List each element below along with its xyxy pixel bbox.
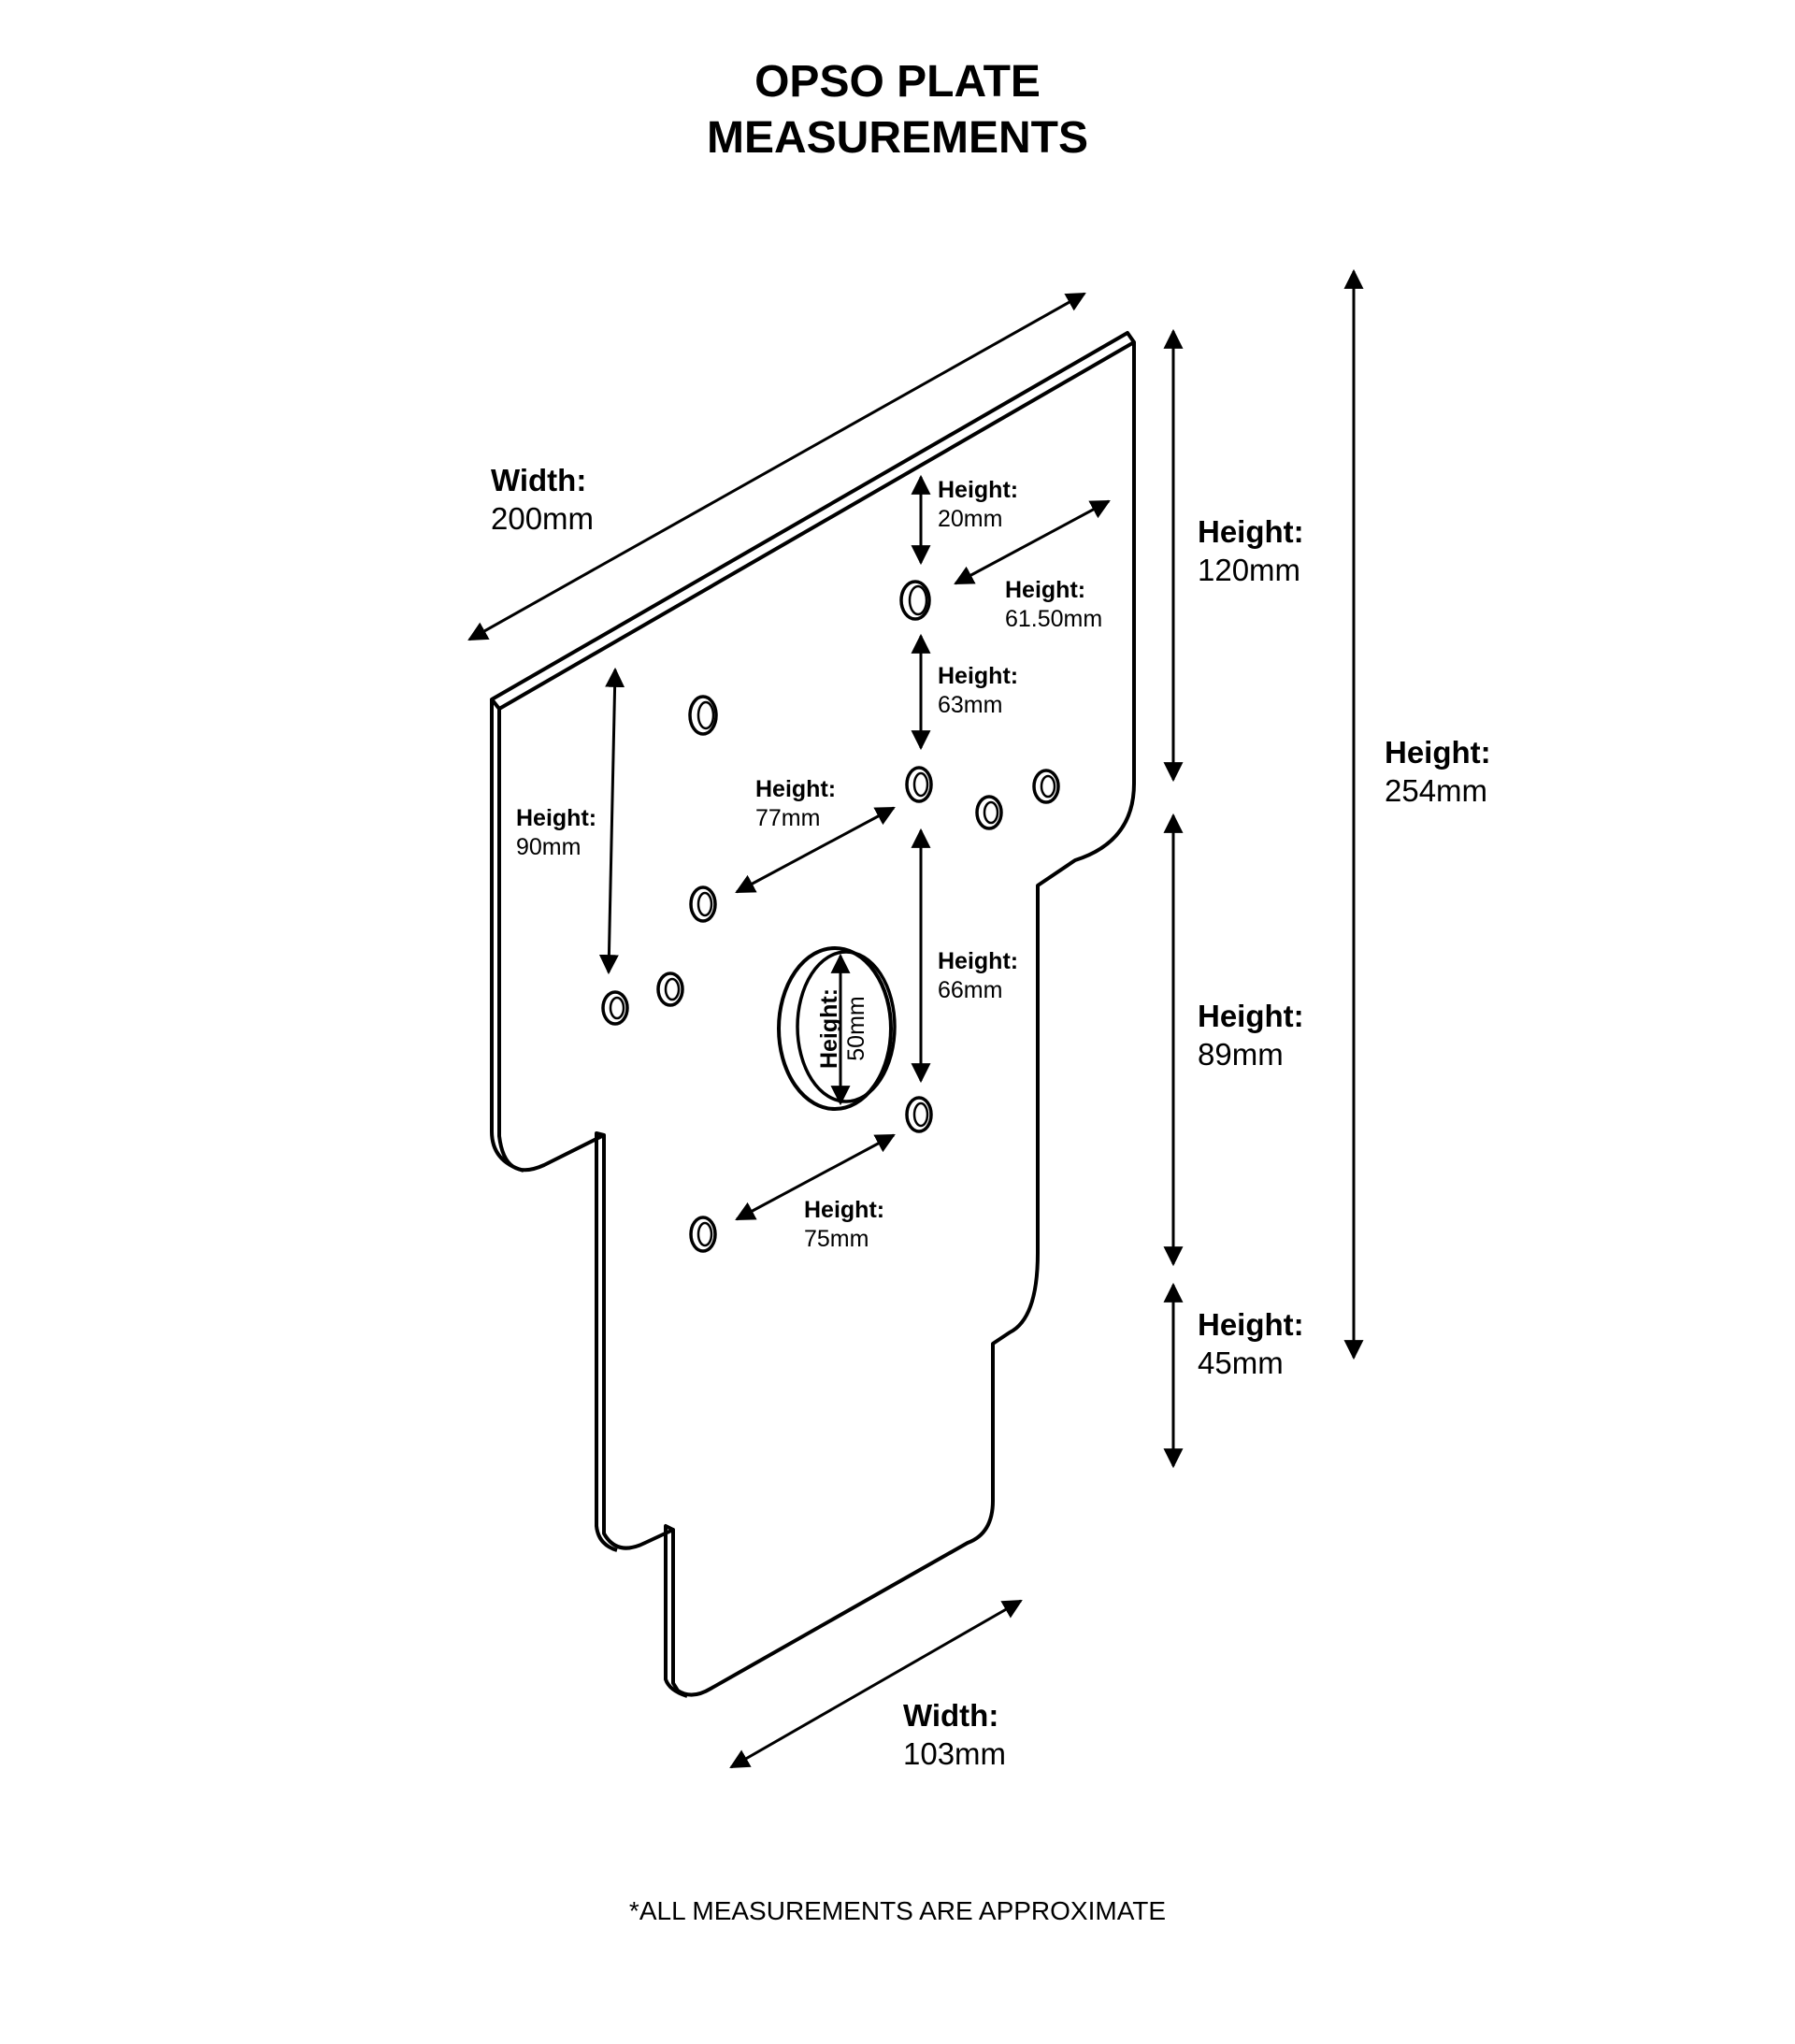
label-height-77: Height:77mm	[755, 776, 837, 831]
arrow-height-75	[735, 1133, 896, 1221]
label-height-45: Height:45mm	[1198, 1307, 1304, 1380]
label-height-20: Height:20mm	[938, 477, 1019, 532]
label-height-63: Height:63mm	[938, 663, 1019, 718]
page-title: OPSO PLATE	[754, 57, 1041, 107]
footnote: *ALL MEASUREMENTS ARE APPROXIMATE	[628, 1896, 1167, 1925]
dimension-arrows	[467, 268, 1364, 1769]
label-width-200: Width:200mm	[491, 463, 595, 536]
label-height-66: Height:66mm	[938, 948, 1019, 1003]
label-height-254: Height:254mm	[1385, 735, 1491, 808]
arrow-height-90	[598, 667, 625, 975]
arrow-height-61-50	[954, 499, 1111, 585]
hole	[688, 695, 718, 736]
label-height-90: Height:90mm	[516, 805, 597, 860]
arrow-width-103	[729, 1599, 1023, 1769]
arrow-height-77	[735, 806, 896, 894]
label-height-61-50: Height:61.50mm	[1005, 577, 1103, 632]
label-height-75: Height:75mm	[804, 1197, 885, 1252]
label-height-120: Height:120mm	[1198, 514, 1304, 587]
page-subtitle: MEASUREMENTS	[706, 113, 1089, 163]
label-height-50: Height:50mm	[816, 987, 869, 1070]
label-width-103: Width:103mm	[903, 1698, 1007, 1771]
arrow-width-200	[467, 292, 1086, 641]
label-height-89: Height:89mm	[1198, 999, 1304, 1072]
